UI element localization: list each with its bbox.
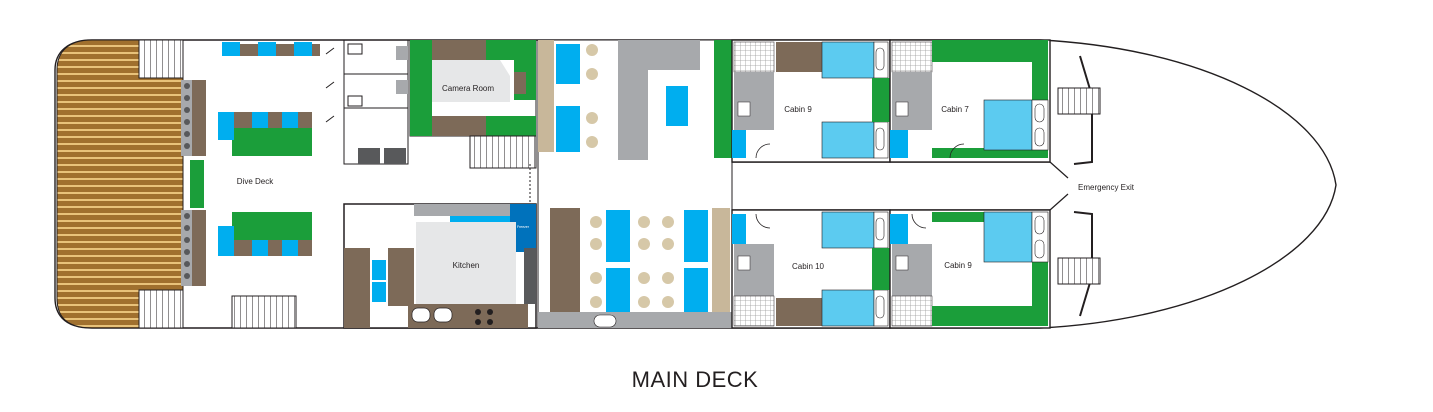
kitchen [343,203,537,329]
toilet-block [325,39,409,165]
bow-fixtures [1049,55,1093,317]
kitchen-label: Kitchen [453,261,480,270]
cabin-9-top-label: Cabin 9 [784,105,812,114]
cabin-7-label: Cabin 7 [941,105,969,114]
cabin-9-bottom-label: Cabin 9 [944,261,972,270]
dive-deck-label: Dive Deck [237,177,274,186]
emergency-exit-label: Emergency Exit [1078,183,1135,192]
tank-rack-left [181,80,206,286]
cabin-9-bottom [889,209,1051,329]
teak-deck [56,39,184,329]
bench-lower [218,212,312,256]
bench-top-row [222,42,320,56]
bow-stairs-top [1057,87,1101,115]
camera-room-label: Camera Room [442,84,494,93]
camera-room-stairs [469,135,537,169]
salon [537,39,733,329]
dive-deck-stairs [231,295,297,329]
bench-upper [218,112,312,156]
cabin-10-label: Cabin 10 [792,262,825,271]
cabin-10 [731,209,891,329]
stern-stairs-bottom [138,289,184,329]
bow-stairs-bottom [1057,257,1101,285]
stern-stairs-top [138,39,184,79]
camera-room [409,39,537,137]
cabin-9-top [716,39,891,163]
cabin-7 [889,39,1051,163]
deck-title: MAIN DECK [631,367,759,392]
freezer-label: Freezer [517,225,530,229]
